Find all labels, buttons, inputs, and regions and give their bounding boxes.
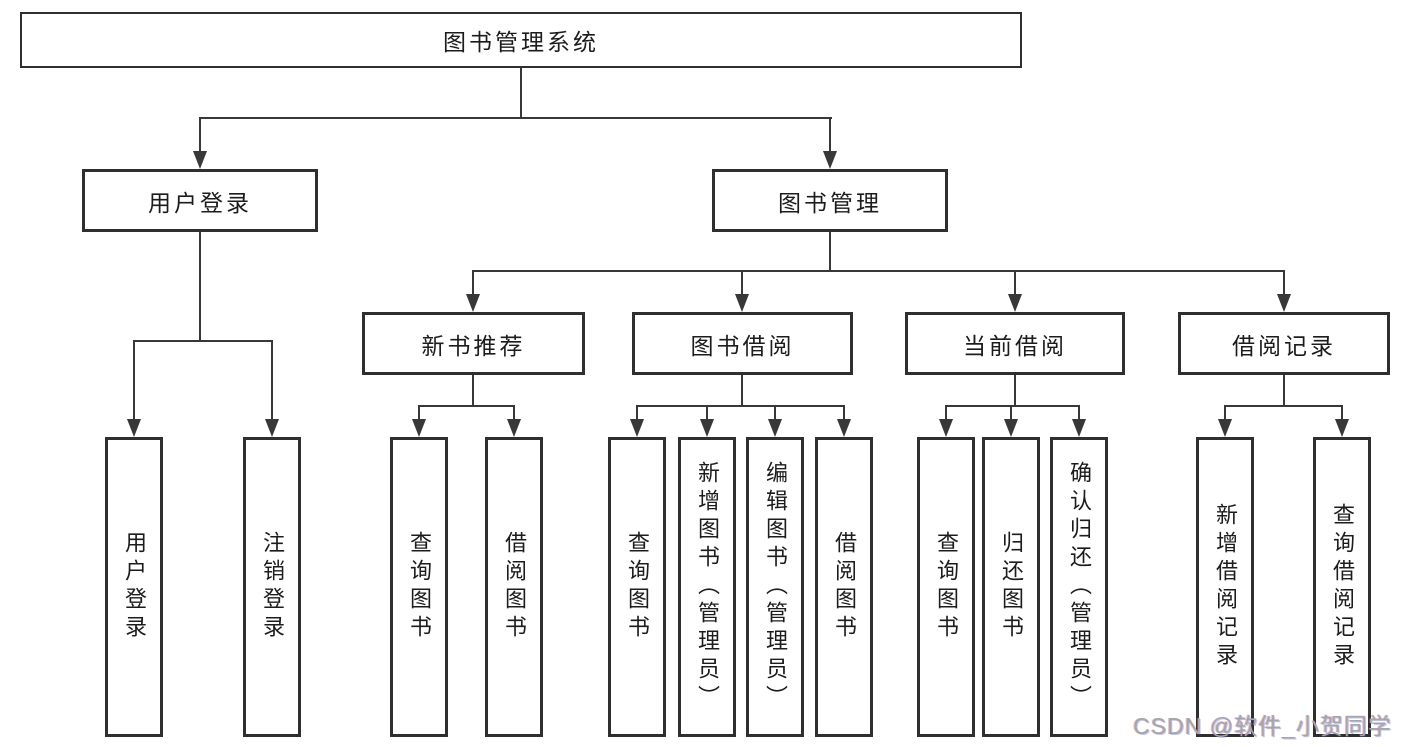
connector-book-mgmt-drop (829, 232, 831, 270)
connector-root-drop (520, 68, 522, 117)
connector-split-book-borrow (636, 405, 845, 407)
node-label: 查询借阅记录 (1330, 503, 1355, 671)
connector-to-leaf-logout (271, 340, 273, 419)
node-label: 当前借阅 (963, 332, 1067, 359)
node-label: 查询图书 (625, 531, 650, 643)
connector-to-leaf-borrow-books-2 (843, 405, 845, 419)
leaf-borrow-books-2: 借阅图书 (815, 437, 873, 737)
connector-to-leaf-add-borrow-record (1224, 405, 1226, 419)
leaf-borrow-books-1: 借阅图书 (485, 437, 543, 737)
arrowhead-book-mgmt (823, 151, 837, 169)
connector-to-leaf-confirm-return (1078, 405, 1080, 419)
node-book-management: 图书管理 (712, 169, 948, 232)
leaf-user-login: 用户登录 (105, 437, 163, 737)
node-label: 注销登录 (260, 531, 285, 643)
node-root-system: 图书管理系统 (20, 12, 1022, 68)
connector-split-level2 (199, 117, 832, 119)
node-label: 借阅图书 (832, 531, 857, 643)
arrowhead-book-borrow (735, 294, 749, 312)
leaf-edit-book-admin: 编辑图书（管理员） (746, 437, 804, 737)
connector-to-leaf-query-books-3 (945, 405, 947, 419)
leaf-add-book-admin: 新增图书（管理员） (678, 437, 736, 737)
arrowhead-leaf-borrow-books-1 (507, 419, 521, 437)
connector-split-level3 (472, 270, 1285, 272)
arrowhead-leaf-query-books-3 (939, 419, 953, 437)
connector-to-leaf-borrow-books-1 (513, 405, 515, 419)
connector-split-borrow-records (1224, 405, 1343, 407)
arrowhead-current-borrow (1008, 294, 1022, 312)
arrowhead-leaf-add-borrow-record (1218, 419, 1232, 437)
connector-to-borrow-records (1283, 270, 1285, 294)
arrowhead-leaf-borrow-books-2 (837, 419, 851, 437)
node-label: 新增图书（管理员） (695, 461, 720, 713)
leaf-confirm-return-admin: 确认归还（管理员） (1050, 437, 1108, 737)
connector-to-new-book-rec (472, 270, 474, 294)
arrowhead-leaf-edit-book (768, 419, 782, 437)
arrowhead-leaf-query-books-2 (630, 419, 644, 437)
connector-to-leaf-user-login (133, 340, 135, 419)
arrowhead-leaf-confirm-return (1072, 419, 1086, 437)
node-user-login: 用户登录 (82, 169, 318, 232)
leaf-query-books-2: 查询图书 (608, 437, 666, 737)
arrowhead-leaf-user-login (127, 419, 141, 437)
arrowhead-leaf-add-book (700, 419, 714, 437)
node-new-book-recommend: 新书推荐 (362, 312, 585, 375)
node-label: 确认归还（管理员） (1067, 461, 1092, 713)
arrowhead-leaf-return-book (1004, 419, 1018, 437)
node-current-borrowing: 当前借阅 (905, 312, 1125, 375)
node-label: 查询图书 (407, 531, 432, 643)
node-label: 图书借阅 (690, 332, 795, 359)
node-label: 图书管理 (778, 189, 882, 216)
connector-to-book-mgmt (829, 117, 831, 151)
connector-book-borrow-drop (741, 375, 743, 405)
connector-to-leaf-add-book (706, 405, 708, 419)
node-label: 新增借阅记录 (1213, 503, 1238, 671)
connector-to-leaf-query-borrow-record (1341, 405, 1343, 419)
node-label: 归还图书 (999, 531, 1024, 643)
connector-to-current-borrow (1014, 270, 1016, 294)
csdn-watermark: CSDN @软件_小贺同学 (1133, 713, 1392, 739)
arrowhead-leaf-query-books-1 (412, 419, 426, 437)
connector-to-leaf-edit-book (774, 405, 776, 419)
connector-to-leaf-return-book (1010, 405, 1012, 419)
connector-to-book-borrow (741, 270, 743, 294)
node-label: 图书管理系统 (443, 29, 599, 55)
arrowhead-leaf-logout (265, 419, 279, 437)
arrowhead-user-login (193, 151, 207, 169)
node-book-borrowing: 图书借阅 (632, 312, 853, 375)
connector-split-new-book-rec (418, 405, 515, 407)
node-label: 查询图书 (934, 531, 959, 643)
arrowhead-leaf-query-borrow-record (1335, 419, 1349, 437)
leaf-add-borrow-record: 新增借阅记录 (1196, 437, 1254, 737)
connector-to-leaf-query-books-1 (418, 405, 420, 419)
connector-split-user-login (133, 340, 273, 342)
node-label: 借阅记录 (1232, 332, 1336, 359)
leaf-query-books-1: 查询图书 (390, 437, 448, 737)
connector-to-user-login (199, 117, 201, 151)
connector-new-book-rec-drop (472, 375, 474, 405)
node-label: 编辑图书（管理员） (763, 461, 788, 713)
arrowhead-new-book-rec (466, 294, 480, 312)
leaf-query-books-3: 查询图书 (917, 437, 975, 737)
connector-borrow-records-drop (1283, 375, 1285, 405)
node-label: 新书推荐 (421, 332, 526, 359)
connector-current-borrow-drop (1014, 375, 1016, 405)
leaf-query-borrow-record: 查询借阅记录 (1313, 437, 1371, 737)
node-label: 用户登录 (148, 189, 252, 216)
leaf-logout: 注销登录 (243, 437, 301, 737)
connector-split-current-borrow (945, 405, 1080, 407)
connector-user-login-drop (199, 232, 201, 340)
node-label: 用户登录 (122, 531, 147, 643)
arrowhead-borrow-records (1277, 294, 1291, 312)
node-borrow-records: 借阅记录 (1178, 312, 1390, 375)
leaf-return-book: 归还图书 (982, 437, 1040, 737)
node-label: 借阅图书 (502, 531, 527, 643)
connector-to-leaf-query-books-2 (636, 405, 638, 419)
